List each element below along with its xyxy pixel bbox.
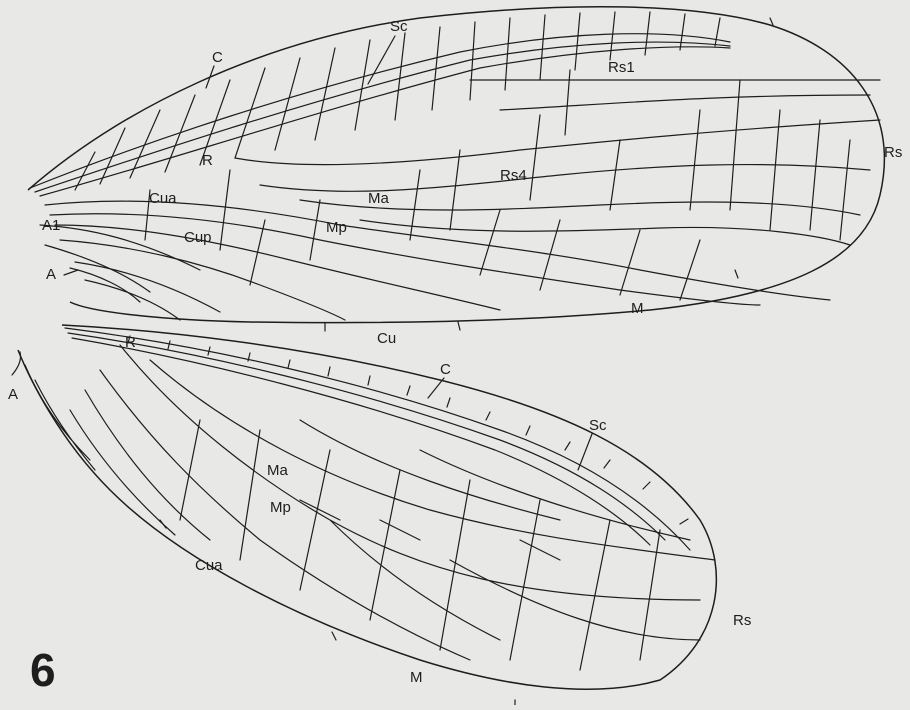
hindwing-anal-veins bbox=[25, 365, 95, 470]
crossveins-field bbox=[145, 70, 850, 300]
hindwing-crossveins bbox=[180, 420, 660, 670]
forewing-label-cup: Cup bbox=[184, 229, 212, 246]
hindwing-margin-ticks bbox=[160, 519, 688, 705]
forewing-label-cua: Cua bbox=[149, 190, 177, 207]
m-cu-veins bbox=[45, 201, 830, 320]
hindwing-costal-crossveins bbox=[128, 336, 650, 489]
forewing-label-rs4: Rs4 bbox=[500, 167, 527, 184]
hindwing-label-rs: Rs bbox=[733, 612, 751, 629]
forewing-label-rs1: Rs1 bbox=[608, 59, 635, 76]
hindwing-radius-vein bbox=[72, 338, 650, 545]
hindwing: R A C Sc Ma Mp Cua Rs M bbox=[8, 325, 751, 705]
hindwing-label-cua: Cua bbox=[195, 557, 223, 574]
hindwing-label-sc: Sc bbox=[589, 417, 607, 434]
forewing-label-mp: Mp bbox=[326, 219, 347, 236]
hindwing-label-a: A bbox=[8, 386, 18, 403]
costal-crossveins bbox=[75, 12, 720, 190]
forewing-label-r: R bbox=[202, 152, 213, 169]
hindwing-label-ma: Ma bbox=[267, 462, 288, 479]
forewing-label-cu: Cu bbox=[377, 330, 396, 347]
forewing-label-m: M bbox=[631, 300, 644, 317]
hindwing-label-mp: Mp bbox=[270, 499, 291, 516]
hindwing-label-m: M bbox=[410, 669, 423, 686]
hindwing-label-c: C bbox=[440, 361, 451, 378]
forewing: C Sc Rs1 Rs R Rs4 Cua Ma A1 Cup Mp A Cu … bbox=[28, 7, 902, 347]
costa-vein bbox=[30, 34, 730, 188]
hindwing-outline bbox=[18, 325, 716, 689]
forewing-label-ma: Ma bbox=[368, 190, 389, 207]
hindwing-label-r: R bbox=[125, 334, 136, 351]
figure-number: 6 bbox=[30, 644, 56, 696]
forewing-label-a: A bbox=[46, 266, 56, 283]
forewing-label-sc: Sc bbox=[390, 18, 408, 35]
forewing-label-c: C bbox=[212, 49, 223, 66]
forewing-label-rs: Rs bbox=[884, 144, 902, 161]
forewing-label-a1: A1 bbox=[42, 217, 60, 234]
